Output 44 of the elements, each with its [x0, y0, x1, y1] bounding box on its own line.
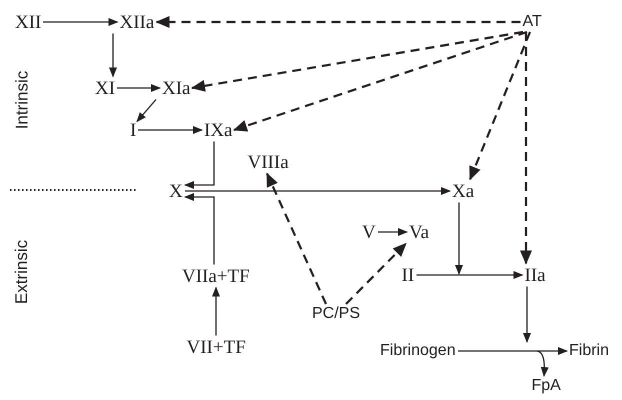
factor-label: XIa	[162, 78, 190, 98]
arrow	[184, 142, 215, 189]
arrow	[536, 350, 549, 377]
arrow	[185, 187, 451, 195]
dashed-arrow	[266, 172, 327, 304]
factor-label: VIIa+TF	[182, 266, 250, 286]
arrow	[136, 99, 156, 122]
factor-label: VIIIa	[248, 152, 289, 172]
factor-label: Fibrinogen	[380, 342, 456, 360]
arrow	[455, 202, 463, 275]
factor-label: FpA	[532, 377, 561, 395]
arrow	[378, 228, 408, 236]
factor-label: VII+TF	[186, 336, 246, 358]
arrow	[109, 34, 117, 78]
factor-label: AT	[522, 13, 542, 31]
factor-label: Va	[409, 222, 430, 242]
factor-label: XI	[95, 78, 116, 98]
factor-label: I	[130, 120, 136, 140]
arrow	[138, 126, 203, 134]
arrow	[212, 286, 220, 336]
dashed-arrow	[520, 32, 532, 264]
dashed-arrow	[156, 16, 520, 28]
pathway-label: Intrinsic	[12, 70, 32, 130]
factor-label: II	[402, 264, 414, 286]
factor-label: IXa	[204, 120, 232, 140]
arrow	[117, 84, 161, 92]
factor-label: PC/PS	[312, 305, 360, 323]
dashed-arrow	[191, 30, 524, 92]
dashed-arrow	[345, 242, 407, 305]
factor-label: Fibrin	[569, 342, 610, 360]
dashed-arrow	[468, 32, 532, 180]
arrow	[184, 193, 215, 264]
factor-label: Xa	[452, 180, 474, 202]
arrow	[458, 347, 568, 355]
arrow	[523, 286, 531, 343]
factor-label: X	[169, 180, 183, 202]
dashed-arrow	[233, 30, 528, 132]
arrow	[416, 271, 524, 279]
pathway-label: Extrinsic	[12, 240, 32, 304]
arrow	[43, 18, 118, 26]
factor-label: XII	[15, 12, 42, 32]
factor-label: IIa	[524, 264, 546, 286]
factor-label: V	[362, 222, 376, 242]
factor-label: XIIa	[120, 12, 154, 32]
